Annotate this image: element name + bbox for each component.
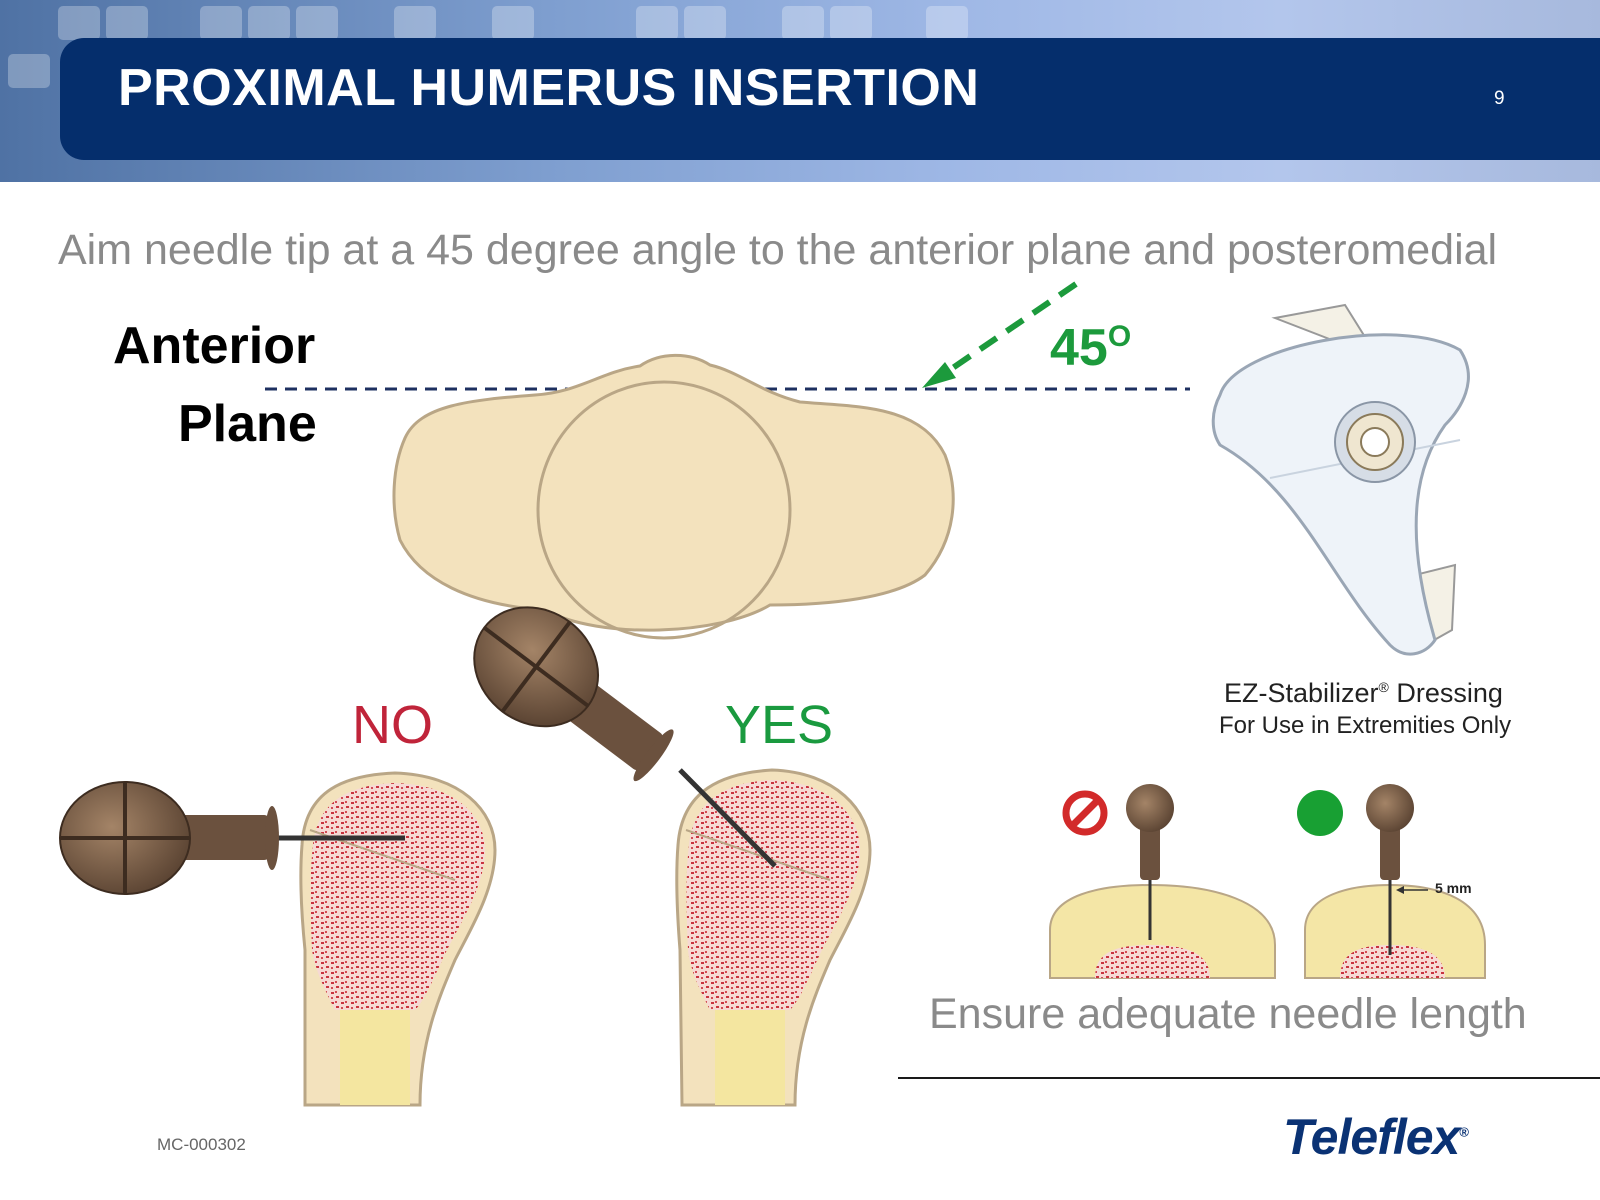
prohibited-icon: [1062, 790, 1108, 836]
angle-value: 45: [1050, 319, 1108, 377]
header-decor-square: [492, 6, 534, 40]
header-decor-square: [782, 6, 824, 40]
title-bar: [60, 38, 1600, 160]
teleflex-logo: Teleflex®: [1283, 1108, 1469, 1166]
plane-label: Plane: [178, 395, 317, 453]
humerus-bone-no: [299, 771, 497, 1107]
brand-name: Teleflex: [1283, 1109, 1460, 1165]
yes-label: YES: [725, 695, 834, 755]
needle-no: [59, 781, 405, 895]
product-note: For Use in Extremities Only: [1219, 712, 1512, 739]
document-code: MC-000302: [157, 1135, 246, 1154]
adequate-needle-example: [1304, 784, 1486, 979]
humerus-bone-yes: [675, 768, 872, 1107]
product-name: EZ-Stabilizer® Dressing: [1224, 678, 1503, 709]
brand-mark: ®: [1459, 1124, 1469, 1140]
header-decor-square: [58, 6, 100, 40]
angle-label: 45O: [1050, 318, 1131, 378]
approved-dot-icon: [1297, 790, 1343, 836]
header-decor-square: [394, 6, 436, 40]
header-decor-square: [636, 6, 678, 40]
humerus-cross-section: [392, 353, 955, 640]
header-decor-square: [8, 54, 50, 88]
instruction-text: Aim needle tip at a 45 degree angle to t…: [58, 226, 1498, 274]
page-number: 9: [1494, 88, 1505, 109]
angle-arrow: [922, 281, 1078, 388]
product-name-text: EZ-Stabilizer: [1224, 678, 1379, 708]
angle-unit: O: [1107, 320, 1132, 353]
short-needle-example: [1049, 784, 1276, 979]
footer-divider: [898, 1077, 1600, 1079]
anterior-label: Anterior: [113, 317, 316, 375]
header-decor-square: [296, 6, 338, 40]
header-decor-square: [684, 6, 726, 40]
header-decor-square: [106, 6, 148, 40]
header-decor-square: [248, 6, 290, 40]
needle-length-note: Ensure adequate needle length: [929, 990, 1527, 1038]
header-decor-square: [200, 6, 242, 40]
measurement-label: 5 mm: [1435, 880, 1472, 896]
header-decor-square: [926, 6, 968, 40]
stabilizer-dressing-image: [1211, 303, 1470, 656]
product-mark: ®: [1378, 679, 1389, 695]
header-decor-square: [830, 6, 872, 40]
product-name-suffix: Dressing: [1388, 678, 1503, 708]
page-title: PROXIMAL HUMERUS INSERTION: [118, 59, 980, 117]
needle-yes: [473, 606, 777, 868]
no-label: NO: [352, 695, 433, 755]
